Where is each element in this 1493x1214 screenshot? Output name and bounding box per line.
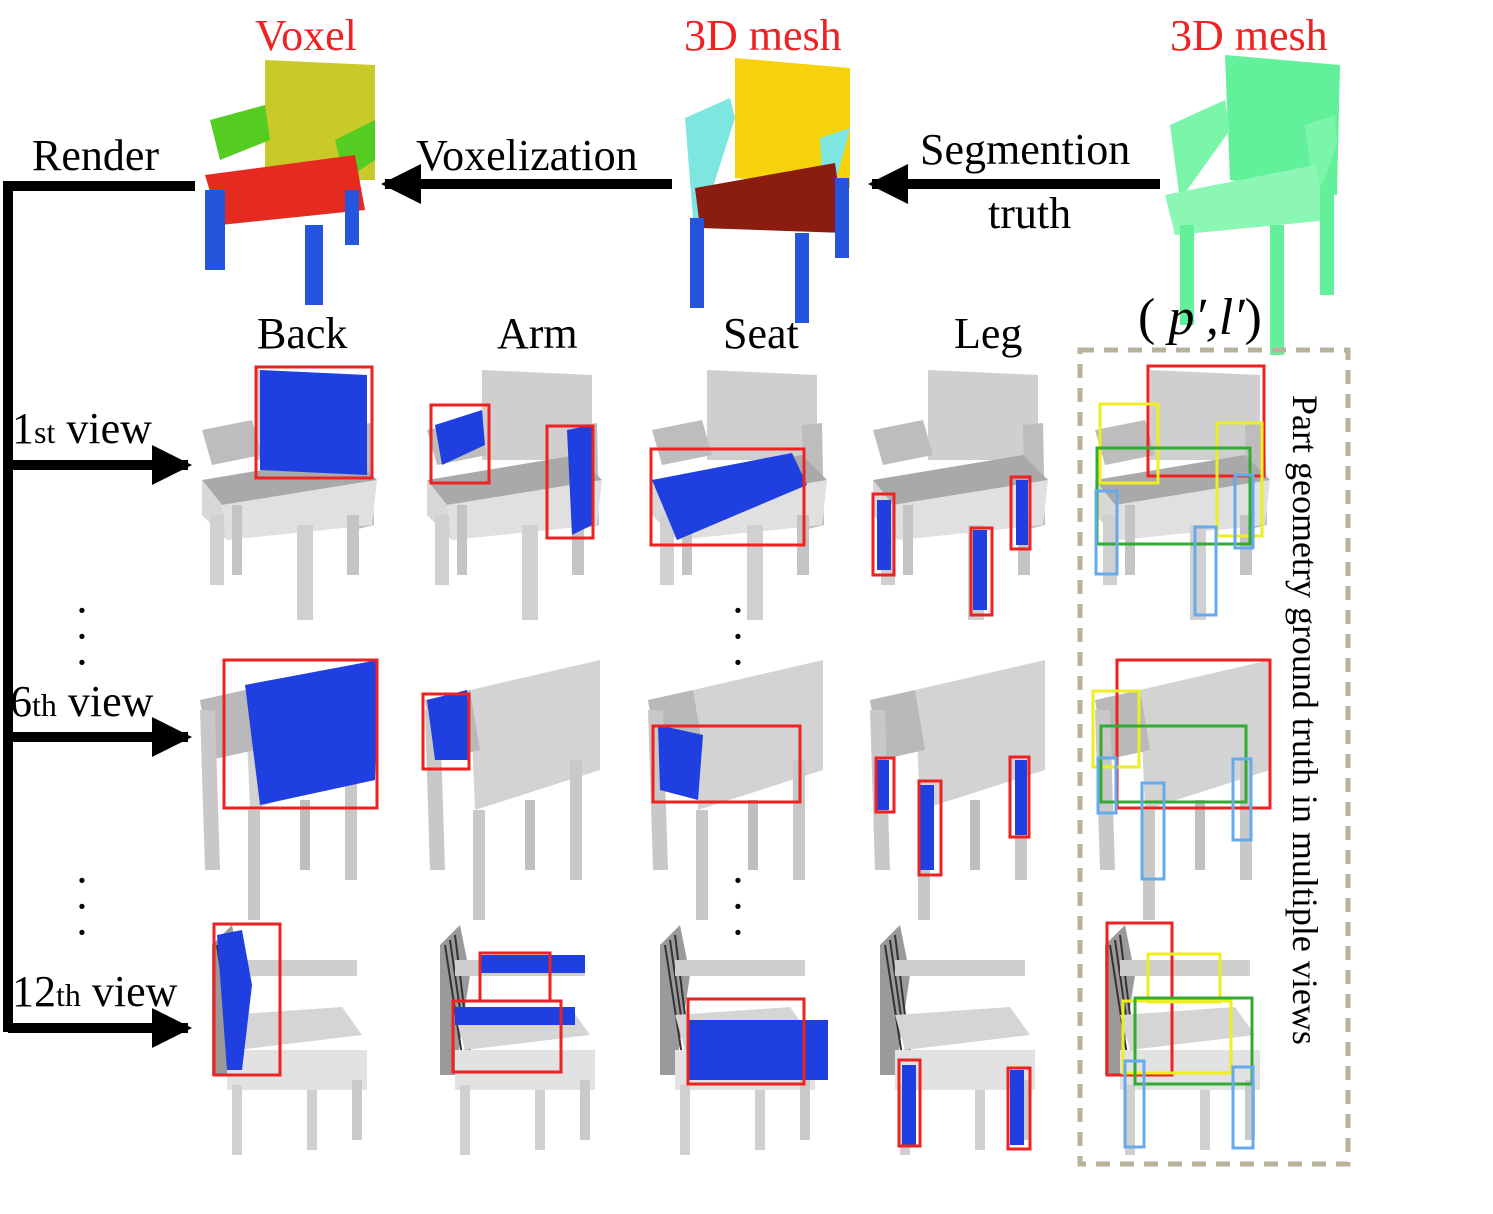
r3-leg-box-1 bbox=[897, 1058, 922, 1148]
gt3-leg-box-1 bbox=[1123, 1059, 1146, 1149]
view1-word: view bbox=[55, 404, 152, 453]
col-leg: Leg bbox=[954, 309, 1023, 358]
render-label: Render bbox=[32, 131, 160, 180]
r3-arm-chair bbox=[439, 924, 596, 1156]
r2-leg-box-2 bbox=[917, 779, 943, 877]
pl-open: ( bbox=[1138, 289, 1156, 346]
ellipsis-left-2: ··· bbox=[74, 856, 90, 957]
gt2-leg-box-3 bbox=[1231, 757, 1253, 842]
gt2-back-box bbox=[1115, 658, 1272, 810]
gt1-leg-box-1 bbox=[1094, 489, 1119, 576]
gt-chair-2 bbox=[1095, 660, 1270, 920]
view1-num: 1 bbox=[12, 404, 34, 453]
r1-back-box bbox=[254, 365, 374, 480]
r1-leg-box-1 bbox=[871, 492, 896, 577]
view12-word: view bbox=[80, 967, 178, 1016]
gt1-arm-box-left bbox=[1098, 402, 1160, 485]
view12-suffix: th bbox=[56, 977, 81, 1013]
view6-word: view bbox=[56, 677, 154, 726]
ground-truth-panel bbox=[1077, 347, 1351, 1167]
gt1-leg-box-2 bbox=[1193, 525, 1218, 617]
r3-seat-box bbox=[686, 997, 806, 1086]
r1-leg-chair bbox=[873, 370, 1048, 620]
r3-leg-chair bbox=[879, 924, 1036, 1156]
pl-close: ) bbox=[1244, 289, 1262, 346]
r1-leg-box-2 bbox=[969, 526, 994, 617]
view1-label: 1st view bbox=[12, 407, 152, 451]
render-bracket bbox=[3, 181, 195, 1032]
ellipsis-mid-2: ··· bbox=[730, 856, 746, 957]
voxel-chair bbox=[205, 60, 375, 305]
r2-back-chair bbox=[200, 660, 378, 920]
gt3-leg-box-2 bbox=[1231, 1065, 1255, 1150]
view12-num: 12 bbox=[12, 967, 56, 1016]
pl-label: ( p′,l′) bbox=[1138, 292, 1262, 344]
r1-arm-box-right bbox=[545, 424, 595, 540]
r3-back-chair bbox=[211, 924, 368, 1156]
gt-chair-3 bbox=[1104, 924, 1261, 1156]
r2-seat-chair bbox=[648, 660, 823, 920]
segmention-label: Segmention bbox=[920, 125, 1131, 174]
mesh-chair-green bbox=[1165, 55, 1340, 355]
col-seat: Seat bbox=[723, 309, 799, 358]
col-arm: Arm bbox=[497, 309, 578, 358]
r2-arm-chair bbox=[425, 660, 600, 920]
r1-arm-box-left bbox=[429, 403, 491, 485]
r1-seat-box bbox=[649, 447, 806, 547]
ellipsis-mid-1: ··· bbox=[730, 586, 746, 687]
voxel-title: Voxel bbox=[255, 11, 357, 60]
r2-leg-box-1 bbox=[874, 756, 896, 814]
r1-leg-box-3 bbox=[1009, 475, 1032, 551]
r2-leg-box-3 bbox=[1008, 755, 1031, 839]
r2-back-box bbox=[222, 658, 379, 810]
gt2-leg-box-1 bbox=[1096, 756, 1118, 815]
col-back: Back bbox=[257, 309, 348, 358]
gt3-seat-box bbox=[1133, 996, 1254, 1086]
view1-suffix: st bbox=[34, 414, 56, 450]
view6-num: 6 bbox=[10, 677, 32, 726]
gt1-leg-box-3 bbox=[1233, 473, 1255, 550]
r2-leg-chair bbox=[870, 660, 1045, 920]
gt3-arm-box-bottom bbox=[1121, 999, 1233, 1075]
r1-back-chair bbox=[202, 370, 377, 620]
r1-arm-chair bbox=[427, 370, 602, 620]
side-label: Part geometry ground truth in multiple v… bbox=[1285, 395, 1325, 1045]
r1-seat-chair bbox=[652, 370, 827, 620]
view6-label: 6th view bbox=[10, 680, 153, 724]
gt1-arm-box-right bbox=[1215, 421, 1264, 538]
gt2-seat-box bbox=[1099, 724, 1248, 804]
ellipsis-left-1: ··· bbox=[74, 586, 90, 687]
gt1-back-box bbox=[1146, 364, 1266, 478]
gt2-leg-box-2 bbox=[1140, 781, 1166, 881]
r2-arm-box bbox=[421, 692, 471, 771]
r3-arm-box-bottom bbox=[451, 999, 563, 1074]
r2-seat-box bbox=[651, 724, 802, 804]
mesh-chair-segmented bbox=[685, 58, 850, 323]
truth-label: truth bbox=[988, 189, 1072, 238]
view6-suffix: th bbox=[32, 687, 57, 723]
side-label-container: Part geometry ground truth in multiple v… bbox=[1285, 395, 1328, 1135]
pl-text: p′,l′ bbox=[1155, 289, 1245, 346]
mesh-title-input: 3D mesh bbox=[1170, 11, 1328, 60]
view12-label: 12th view bbox=[12, 970, 177, 1014]
voxelization-label: Voxelization bbox=[416, 131, 638, 180]
r3-leg-box-2 bbox=[1006, 1066, 1032, 1151]
gt-chair-1 bbox=[1095, 370, 1270, 620]
mesh-title-segmented: 3D mesh bbox=[684, 11, 842, 60]
r3-back-box bbox=[212, 922, 282, 1077]
